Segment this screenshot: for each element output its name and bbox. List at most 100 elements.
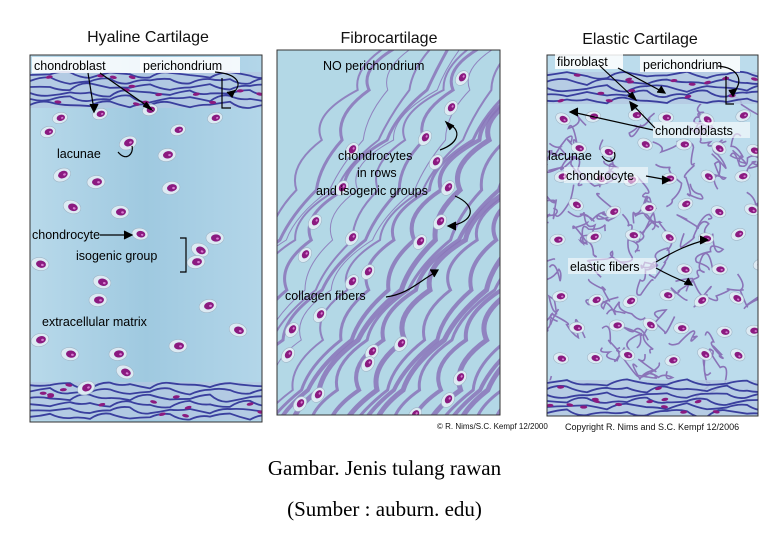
- elastic-perichondrium-top: [547, 70, 758, 105]
- chondrocyte-cell: [88, 293, 108, 307]
- chondrocyte-cell: [693, 294, 709, 308]
- chondrocyte-cell: [53, 167, 71, 183]
- chondrocyte-cell: [673, 322, 690, 334]
- label-fibro-chondrocytes-1: chondrocytes: [338, 149, 412, 163]
- chondrocyte-cell: [711, 141, 727, 155]
- chondrocyte-cell: [170, 124, 186, 136]
- chondrocyte-cell: [711, 263, 728, 276]
- label-elastic-perichondrium: perichondrium: [643, 58, 722, 72]
- chondrocyte-cell: [30, 333, 50, 347]
- hyaline-title: Hyaline Cartilage: [87, 29, 209, 46]
- chondrocyte-cell: [345, 230, 359, 246]
- chondrocyte-cell: [161, 181, 181, 195]
- chondrocyte-cell: [116, 364, 134, 380]
- chondrocyte-cell: [308, 214, 322, 230]
- elastic-credit: Copyright R. Nims and S.C. Kempf 12/2006: [565, 422, 739, 432]
- chondrocyte-cell: [569, 321, 585, 334]
- chondrocyte-cell: [697, 347, 713, 361]
- label-fibro-collagen-fibers: collagen fibers: [285, 289, 366, 303]
- chondrocyte-cell: [619, 348, 636, 361]
- chondrocyte-cell: [640, 202, 657, 214]
- chondrocyte-cell: [418, 130, 432, 146]
- chondrocyte-cell: [429, 154, 443, 170]
- chondrocyte-cell: [735, 109, 751, 122]
- hyaline-pointers: [87, 71, 239, 273]
- chondrocyte-cell: [659, 289, 676, 302]
- label-hyaline-perichondrium: perichondrium: [143, 59, 222, 73]
- chondrocyte-cell: [677, 198, 694, 211]
- elastic-panel: [546, 54, 759, 417]
- chondrocyte-cell: [642, 317, 658, 331]
- chondrocyte-cell: [345, 274, 359, 290]
- chondrocyte-cell: [157, 148, 177, 162]
- label-hyaline-lacunae: lacunae: [57, 147, 101, 161]
- figure-caption: Gambar. Jenis tulang rawan: [267, 456, 502, 480]
- chondrocyte-cell: [628, 109, 645, 121]
- chondrocyte-cell: [30, 257, 50, 271]
- chondrocyte-cell: [62, 199, 82, 215]
- chondrocyte-cell: [555, 112, 571, 126]
- chondrocyte-cell: [228, 322, 248, 338]
- chondrocyte-cell: [586, 231, 602, 244]
- chondrocyte-cell: [664, 354, 681, 367]
- chondrocyte-cell: [588, 294, 604, 307]
- label-elastic-chondrocyte: chondrocyte: [566, 169, 634, 183]
- chondrocyte-cell: [361, 264, 375, 280]
- chondrocyte-cell: [441, 180, 455, 196]
- label-fibro-no-perichondrium: NO perichondrium: [323, 59, 424, 73]
- chondrocyte-cell: [205, 231, 225, 245]
- chondrocyte-cell: [455, 70, 469, 86]
- chondrocyte-cell: [552, 290, 569, 303]
- chondrocyte-cell: [744, 203, 758, 216]
- hyaline-chondrocytes: [30, 104, 248, 396]
- chondrocyte-cell: [586, 352, 603, 364]
- chondrocyte-cell: [285, 322, 299, 338]
- label-hyaline-isogenic-group: isogenic group: [76, 249, 157, 263]
- label-elastic-chondroblasts: chondroblasts: [655, 124, 733, 138]
- label-hyaline-chondroblast: chondroblast: [34, 59, 106, 73]
- chondrocyte-cell: [361, 356, 375, 372]
- chondrocyte-cell: [207, 112, 223, 124]
- chondrocyte-cell: [730, 228, 746, 241]
- chondrocyte-cell: [40, 126, 56, 138]
- fibro-pointers: [385, 120, 471, 298]
- chondrocyte-cell: [92, 275, 112, 289]
- chondrocyte-cell: [661, 230, 677, 244]
- chondrocyte-cell: [549, 233, 566, 246]
- chondrocyte-cell: [676, 263, 693, 276]
- chondrocyte-cell: [625, 229, 641, 241]
- chondrocyte-cell: [622, 295, 638, 308]
- chondrocyte-cell: [444, 100, 458, 116]
- chondrocyte-cell: [453, 370, 467, 386]
- chondrocyte-cell: [293, 396, 307, 412]
- chondrocyte-cell: [186, 255, 206, 269]
- chondrocyte-cell: [441, 392, 455, 408]
- hyaline-perichondrium-bottom: [30, 381, 262, 421]
- chondrocyte-cell: [394, 336, 408, 352]
- chondrocyte-cell: [600, 145, 616, 158]
- chondrocyte-cell: [298, 247, 312, 263]
- label-fibro-chondrocytes-2: in rows: [357, 166, 397, 180]
- chondrocyte-cell: [637, 137, 653, 151]
- chondrocyte-cell: [60, 347, 80, 361]
- chondrocyte-cell: [729, 291, 745, 305]
- chondrocyte-cell: [433, 214, 447, 230]
- chondrocyte-cell: [570, 142, 587, 154]
- chondrocyte-cell: [198, 299, 218, 313]
- chondrocyte-cell: [108, 347, 128, 361]
- chondrocyte-cell: [710, 205, 727, 218]
- chondrocyte-cell: [110, 205, 130, 219]
- chondrocyte-cell: [413, 234, 427, 250]
- label-elastic-lacunae: lacunae: [548, 149, 592, 163]
- chondrocyte-cell: [730, 348, 746, 362]
- chondrocyte-cell: [168, 339, 188, 353]
- elastic-title: Elastic Cartilage: [582, 31, 698, 48]
- chondrocyte-cell: [311, 387, 325, 403]
- chondrocyte-cell: [191, 242, 209, 258]
- figure-source: (Sumber : auburn. edu): [287, 497, 482, 521]
- label-hyaline-extracellular-matrix: extracellular matrix: [42, 315, 148, 329]
- chondrocyte-cell: [77, 380, 95, 396]
- chondrocyte-cell: [335, 180, 349, 196]
- chondrocyte-cell: [658, 111, 674, 124]
